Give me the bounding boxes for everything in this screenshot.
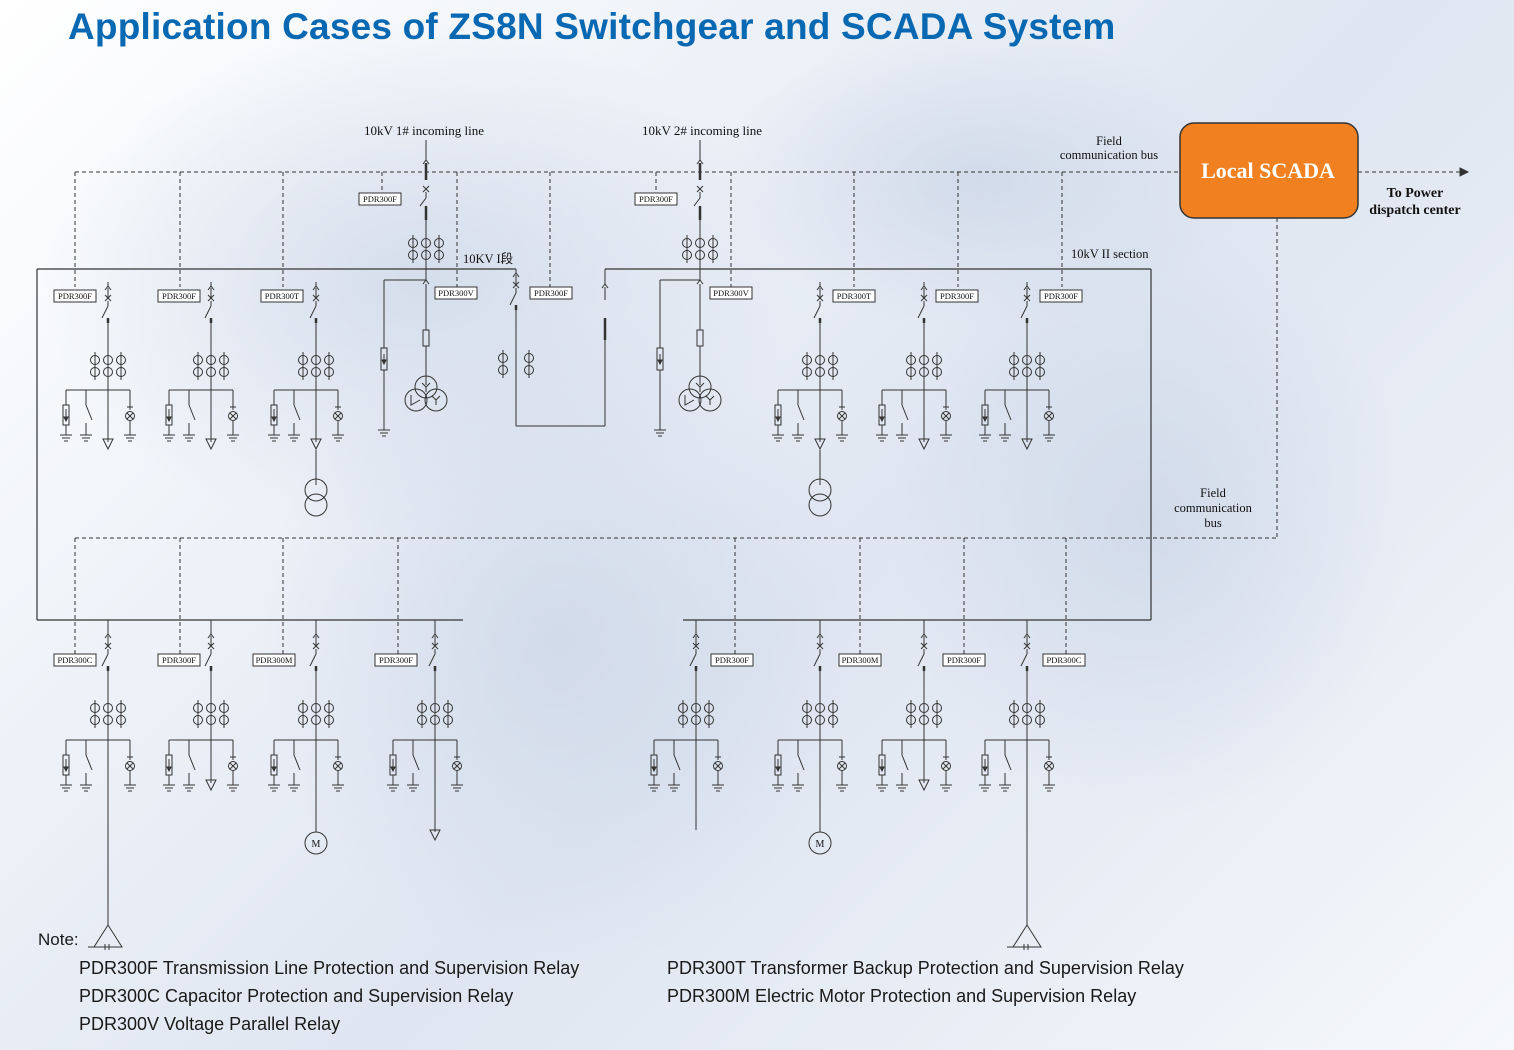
dispatch-label: To Power [1387, 186, 1444, 201]
note-pdr300f: PDR300F Transmission Line Protection and… [79, 958, 580, 978]
relay-pdr300c: PDR300C [1047, 655, 1082, 665]
notes-section: Note: PDR300F Transmission Line Protecti… [38, 930, 1227, 1035]
motor-label: M [816, 839, 825, 850]
relay-pdr300m: PDR300M [842, 655, 879, 665]
scada-rect [1179, 122, 1359, 219]
relay-pdr300f: PDR300F [940, 291, 974, 301]
incoming-relay: PDR300F [639, 194, 673, 204]
relay-pdr300f: PDR300F [379, 655, 413, 665]
note-pdr300v: PDR300V Voltage Parallel Relay [79, 1014, 341, 1034]
local-scada-box: Local SCADA To Power dispatch center [1179, 122, 1461, 219]
top-feeders: PDR300F PDR300F PDR300T PDR300T PDR300F PDR30… [53, 282, 1083, 517]
dispatch-label: dispatch center [1369, 203, 1460, 218]
incoming-line-1-label: 10kV 1# incoming line [364, 123, 484, 138]
note-pdr300c: PDR300C Capacitor Protection and Supervi… [79, 986, 514, 1006]
relay-pdr300v: PDR300V [438, 288, 474, 298]
busbars [36, 268, 1152, 621]
note-pdr300t: PDR300T Transformer Backup Protection an… [667, 958, 1184, 978]
field-bus-label: bus [1204, 516, 1222, 530]
diagram-labels: 10kV 1# incoming line 10kV 2# incoming li… [364, 123, 1253, 530]
incoming-line-2-label: 10kV 2# incoming line [642, 123, 762, 138]
section-2-label: 10kV II section [1071, 247, 1149, 261]
section-1-label: 10KV I段 [463, 251, 513, 266]
voltage-transformer-bays: PDR300V PDR300V [378, 269, 753, 437]
incoming-relay: PDR300F [363, 194, 397, 204]
relay-pdr300c: PDR300C [58, 655, 93, 665]
relay-pdr300f: PDR300F [162, 655, 196, 665]
relay-pdr300v: PDR300V [713, 288, 749, 298]
motor-label: M [312, 839, 321, 850]
relay-pdr300t: PDR300T [837, 291, 872, 301]
relay-pdr300f: PDR300F [947, 655, 981, 665]
relay-pdr300f: PDR300F [162, 291, 196, 301]
field-bus-label: communication bus [1060, 148, 1158, 162]
relay-pdr300f: PDR300F [715, 655, 749, 665]
incoming-lines: PDR300F PDR300F [358, 140, 718, 269]
field-bus-label: Field [1200, 486, 1226, 500]
field-communication-bus [74, 167, 1470, 655]
relay-pdr300f: PDR300F [58, 291, 92, 301]
relay-pdr300f: PDR300F [534, 288, 568, 298]
field-bus-label: Field [1096, 134, 1122, 148]
notes-list: PDR300F Transmission Line Protection and… [79, 958, 1227, 1035]
bus-coupler: PDR300F [498, 269, 609, 427]
note-pdr300m: PDR300M Electric Motor Protection and Su… [667, 986, 1137, 1006]
scada-label: Local SCADA [1201, 158, 1335, 183]
page-title: Application Cases of ZS8N Switchgear and… [68, 6, 1116, 47]
notes-heading: Note: [38, 930, 79, 949]
field-bus-label: communication [1174, 501, 1253, 515]
relay-pdr300t: PDR300T [265, 291, 300, 301]
bottom-feeders: PDR300C PDR300F PDR300M M PDR300F PDR300F PDR3… [53, 620, 1086, 950]
relay-pdr300m: PDR300M [256, 655, 293, 665]
relay-pdr300f: PDR300F [1044, 291, 1078, 301]
